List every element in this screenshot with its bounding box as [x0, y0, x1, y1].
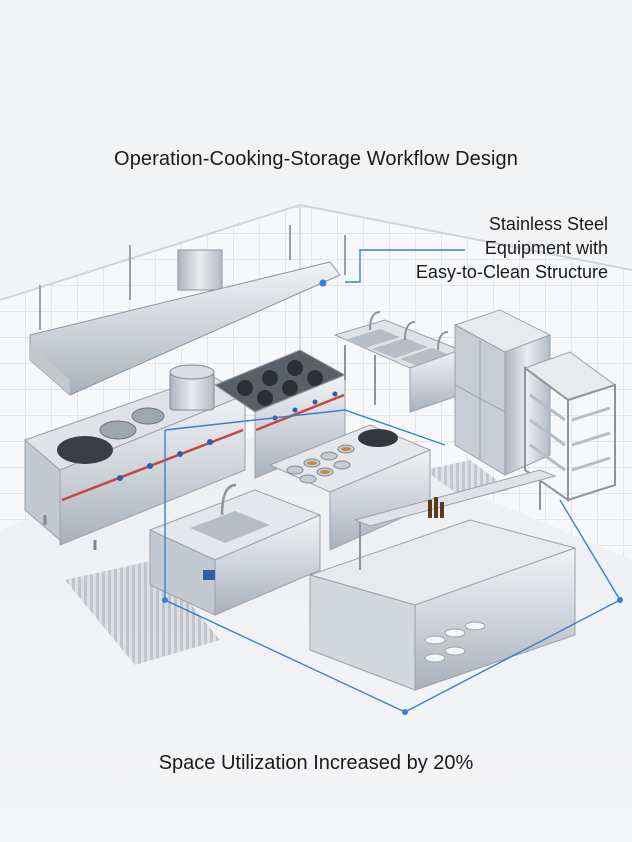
callout-line: Equipment with [484, 238, 608, 258]
layout-corner-dot-icon [402, 709, 408, 715]
space-utilization-caption: Space Utilization Increased by 20% [158, 752, 474, 774]
dish-rack [523, 351, 617, 502]
headline-title: Operation-Cooking-Storage Workflow Desig… [114, 148, 518, 170]
layout-corner-dot-icon [162, 597, 168, 603]
callout-line: Stainless Steel [488, 214, 608, 234]
work-table [308, 469, 577, 691]
refrigerator [453, 309, 552, 476]
triple-sink [333, 311, 462, 413]
exhaust-hood [29, 225, 346, 396]
callout-line: Easy-to-Clean Structure [415, 262, 608, 282]
prep-sink-counter [148, 483, 322, 616]
gas-range [213, 349, 347, 479]
wok-range [24, 364, 247, 550]
cooking-island [268, 424, 432, 551]
callout-dot-icon [319, 279, 327, 287]
steel-equipment-callout: Stainless Steel Equipment with Easy-to-C… [416, 212, 608, 284]
layout-corner-dot-icon [617, 597, 623, 603]
